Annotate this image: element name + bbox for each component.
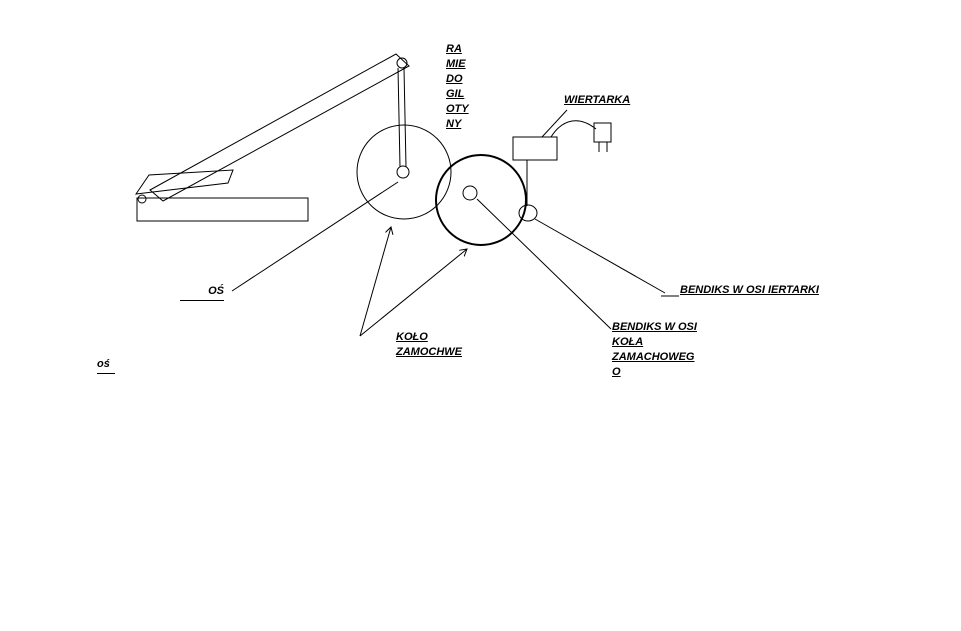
label-ramie-do-gilotyny: RA MIE DO GIL OTY NY (446, 42, 469, 132)
label-line: O (612, 366, 621, 378)
leader-kolo-1 (359, 227, 391, 337)
label-line: KOŁO (396, 331, 428, 343)
label-line: BENDIKS W OSI (612, 321, 697, 333)
flywheel-thin (356, 124, 452, 220)
label-line: KOŁA (612, 336, 644, 348)
label-os-small: oś (97, 357, 115, 374)
label-line: OTY (446, 103, 469, 115)
label-line: RA (446, 43, 462, 55)
label-line: GIL (446, 88, 465, 100)
label-bendiks-wiertarki: BENDIKS W OSI IERTARKI (680, 283, 819, 298)
base-bar (136, 197, 309, 222)
leader-bendiks-kola (476, 198, 612, 330)
label-line: BENDIKS W OSI IERTARKI (680, 284, 819, 296)
leader-os (231, 181, 399, 292)
connecting-rod-left-edge (397, 67, 401, 168)
label-line: ZAMACHOWEG (612, 351, 695, 363)
drill-body (512, 136, 558, 161)
arm-end-pivot (137, 194, 147, 204)
label-line: MIE (446, 58, 466, 70)
connecting-rod-right-edge (403, 67, 407, 168)
label-line: OŚ (208, 285, 224, 297)
label-kolo-zamachowe: KOŁO ZAMOCHWE (396, 330, 462, 360)
label-line: DO (446, 73, 463, 85)
flywheel-hub (462, 185, 478, 201)
flywheel-bold (435, 154, 527, 246)
leader-kolo-2 (359, 249, 467, 337)
leader-wiertarka (541, 109, 568, 138)
rod-top-pivot (396, 57, 408, 69)
power-cable (550, 120, 597, 138)
label-wiertarka: WIERTARKA (564, 93, 630, 108)
plug-body (593, 122, 612, 143)
label-os: OŚ (180, 284, 224, 301)
crank-pin (396, 165, 410, 179)
bendiks-ellipse (518, 204, 538, 222)
leader-bendiks-wiertarki (534, 218, 666, 294)
label-line: WIERTARKA (564, 94, 631, 106)
label-line: NY (446, 118, 462, 130)
blade-plate (134, 169, 234, 195)
label-line: ZAMOCHWE (396, 346, 462, 358)
label-line: oś (97, 358, 110, 370)
label-bendiks-kola: BENDIKS W OSI KOŁA ZAMACHOWEG O (612, 320, 697, 380)
guillotine-arm (149, 53, 410, 202)
